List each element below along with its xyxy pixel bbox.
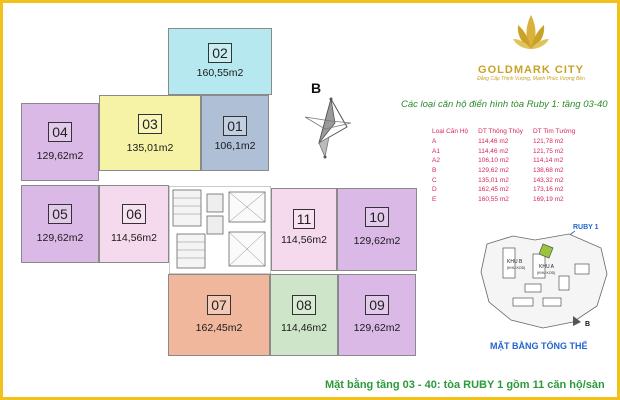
table-row: B 129,62 m2 138,68 m2 [427,166,580,176]
unit-area: 114,46m2 [281,322,327,334]
unit-02: 02 160,55m2 [168,28,272,95]
unit-08: 08 114,46m2 [270,274,338,356]
net-area-cell: 114,46 m2 [478,147,509,155]
net-area-cell: 162,45 m2 [478,186,509,194]
site-plan-map: RUBY 1 KHU B (KHU KOD) KHU A (KHU KOD) B [480,224,608,329]
unit-number: 04 [48,122,72,142]
unit-number: 01 [223,116,247,136]
type-cell: A1 [432,147,440,155]
net-area-cell: 160,55 m2 [478,196,509,204]
unit-area: 162,45m2 [195,322,243,334]
unit-types-table: Loại Căn Hộ DT Thông Thủy DT Tim Tường A… [427,127,580,205]
unit-area: 129,62m2 [36,150,84,162]
unit-area: 114,56m2 [111,232,157,244]
footer-caption: Mặt bằng tầng 03 - 40: tòa RUBY 1 gồm 11… [325,379,605,391]
gross-area-cell: 114,14 m2 [532,157,564,165]
unit-09: 09 129,62m2 [338,274,416,356]
net-area-cell: 106,10 m2 [478,157,509,165]
table-row: E 160,55 m2 169,19 m2 [427,195,580,205]
unit-number: 07 [207,295,231,315]
gross-area-cell: 121,78 m2 [532,138,564,146]
gross-area-cell: 169,19 m2 [532,196,564,204]
type-cell: A2 [432,157,440,165]
site-plan-title: MẶT BẰNG TỔNG THỂ [490,341,588,351]
type-cell: C [432,176,437,184]
unit-number: 10 [365,207,389,227]
table-row: C 135,01 m2 143,32 m2 [427,175,580,185]
unit-number: 02 [208,43,232,63]
unit-07: 07 162,45m2 [168,274,270,356]
gross-area-cell: 138,68 m2 [532,167,564,175]
col-header: DT Tim Tường [532,128,576,136]
gross-area-cell: 121,75 m2 [532,147,564,155]
zone-b-label: KHU B [507,259,523,265]
net-area-cell: 129,62 m2 [478,167,509,175]
gross-area-cell: 143,32 m2 [532,176,564,184]
unit-area: 129,62m2 [353,322,401,334]
net-area-cell: 114,46 m2 [478,138,509,146]
unit-05: 05 129,62m2 [21,185,99,263]
type-cell: E [432,196,437,204]
unit-10: 10 129,62m2 [337,188,417,271]
unit-number: 11 [292,209,316,229]
table-row: A 114,46 m2 121,78 m2 [427,137,580,147]
compass-label: B [311,80,321,96]
unit-number: 06 [122,204,146,224]
net-area-cell: 135,01 m2 [478,176,509,184]
unit-area: 129,62m2 [353,235,401,247]
building-core [169,186,271,274]
type-cell: B [432,167,437,175]
type-cell: D [432,186,437,194]
ruby-1-label: RUBY 1 [573,224,599,231]
table-row: D 162,45 m2 173,16 m2 [427,185,580,195]
lotus-logo-icon [513,15,549,49]
type-cell: A [432,138,437,146]
unit-area: 135,01m2 [126,142,174,154]
unit-number: 09 [365,295,389,315]
unit-11: 11 114,56m2 [271,188,337,271]
col-header: DT Thông Thủy [478,128,523,136]
col-header: Loại Căn Hộ [432,128,469,136]
zone-a-label: KHU A [539,264,555,270]
table-header-row: Loại Căn Hộ DT Thông Thủy DT Tim Tường [427,127,580,137]
unit-area: 160,55m2 [196,67,244,79]
compass-icon: B [304,80,352,159]
zone-a-sub: (KHU KOD) [537,271,555,275]
brand-name: GOLDMARK CITY [478,64,584,76]
unit-number: 05 [48,204,72,224]
gross-area-cell: 173,16 m2 [532,186,564,194]
unit-01: 01 106,1m2 [201,95,269,171]
unit-04: 04 129,62m2 [21,103,99,181]
table-row: A1 114,46 m2 121,75 m2 [427,146,580,156]
unit-03: 03 135,01m2 [99,95,201,171]
north-arrow-icon: B [573,316,590,328]
unit-area: 129,62m2 [36,232,84,244]
brand-slogan: Đẳng Cấp Thịnh Vượng, Mạnh Phúc Vượng Bề… [477,76,585,82]
unit-area: 114,56m2 [281,234,327,246]
zone-b-sub: (KHU KOD) [507,266,525,270]
north-label: B [585,321,590,328]
unit-area: 106,1m2 [214,140,256,152]
unit-number: 08 [292,295,316,315]
unit-06: 06 114,56m2 [99,185,169,263]
brand-logo: GOLDMARK CITY Đẳng Cấp Thịnh Vượng, Mạnh… [471,13,591,82]
table-row: A2 106,10 m2 114,14 m2 [427,156,580,166]
unit-number: 03 [138,114,162,134]
unit-types-heading: Các loại căn hộ điển hình tòa Ruby 1: tầ… [401,99,608,110]
